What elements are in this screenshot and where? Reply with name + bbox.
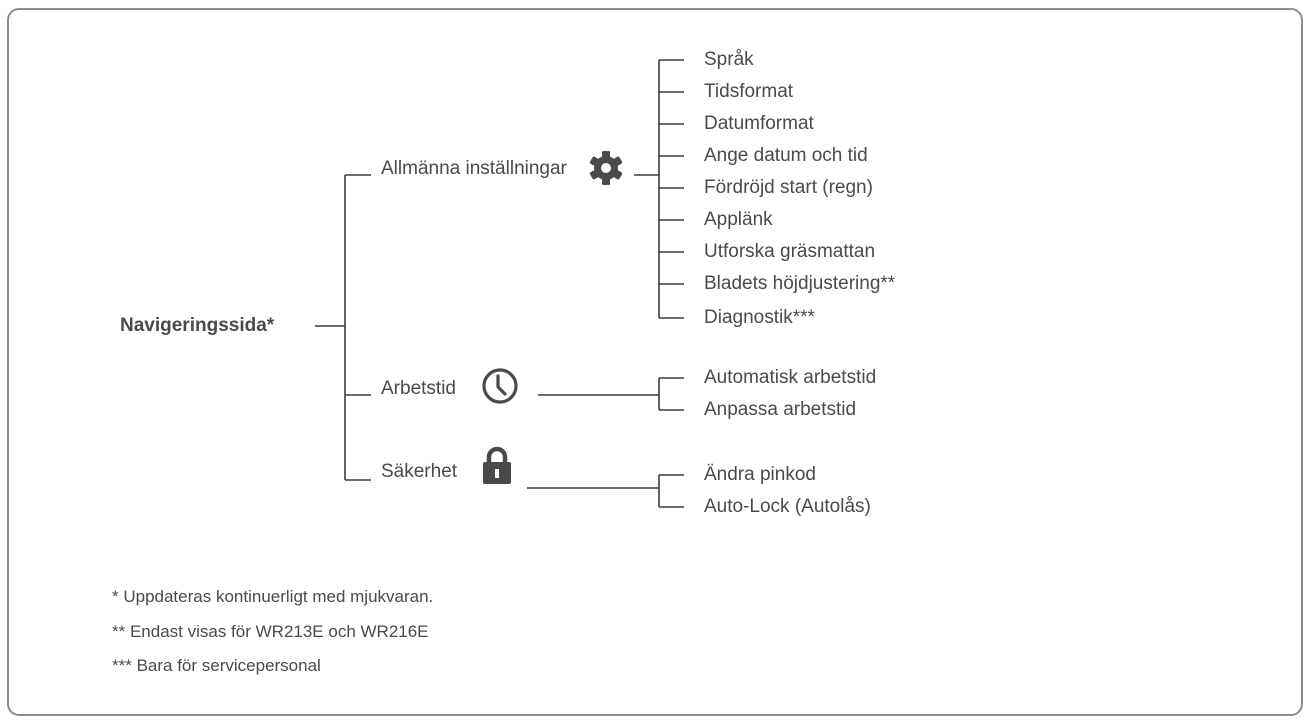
gear-icon xyxy=(588,150,624,191)
menu-item-auto-lock: Auto-Lock (Autolås) xyxy=(704,496,871,517)
footnote-1: * Uppdateras kontinuerligt med mjukvaran… xyxy=(112,587,434,606)
menu-item-language: Språk xyxy=(704,49,754,70)
branch-label-settings: Allmänna inställningar xyxy=(381,158,567,179)
menu-item-delayed-start: Fördröjd start (regn) xyxy=(704,177,873,198)
menu-item-custom-worktime: Anpassa arbetstid xyxy=(704,399,857,420)
branch-label-security: Säkerhet xyxy=(381,461,458,482)
footnote-2: ** Endast visas för WR213E och WR216E xyxy=(112,622,429,641)
footnote-3: *** Bara för servicepersonal xyxy=(112,656,321,675)
lock-icon xyxy=(482,446,512,491)
root-node: Navigeringssida* xyxy=(120,315,275,336)
branch-label-worktime: Arbetstid xyxy=(381,378,456,399)
clock-icon xyxy=(480,366,520,411)
menu-item-auto-worktime: Automatisk arbetstid xyxy=(704,367,877,388)
menu-item-time-format: Tidsformat xyxy=(704,81,794,102)
menu-item-diagnostics: Diagnostik*** xyxy=(704,307,815,328)
menu-item-date-format: Datumformat xyxy=(704,113,814,134)
menu-item-explore-lawn: Utforska gräsmattan xyxy=(704,241,876,262)
menu-item-blade-height: Bladets höjdjustering** xyxy=(704,273,896,294)
menu-item-change-pin: Ändra pinkod xyxy=(704,464,816,485)
menu-item-set-date-time: Ange datum och tid xyxy=(704,145,868,166)
diagram-frame xyxy=(7,8,1303,716)
menu-item-app-link: Applänk xyxy=(704,209,773,230)
